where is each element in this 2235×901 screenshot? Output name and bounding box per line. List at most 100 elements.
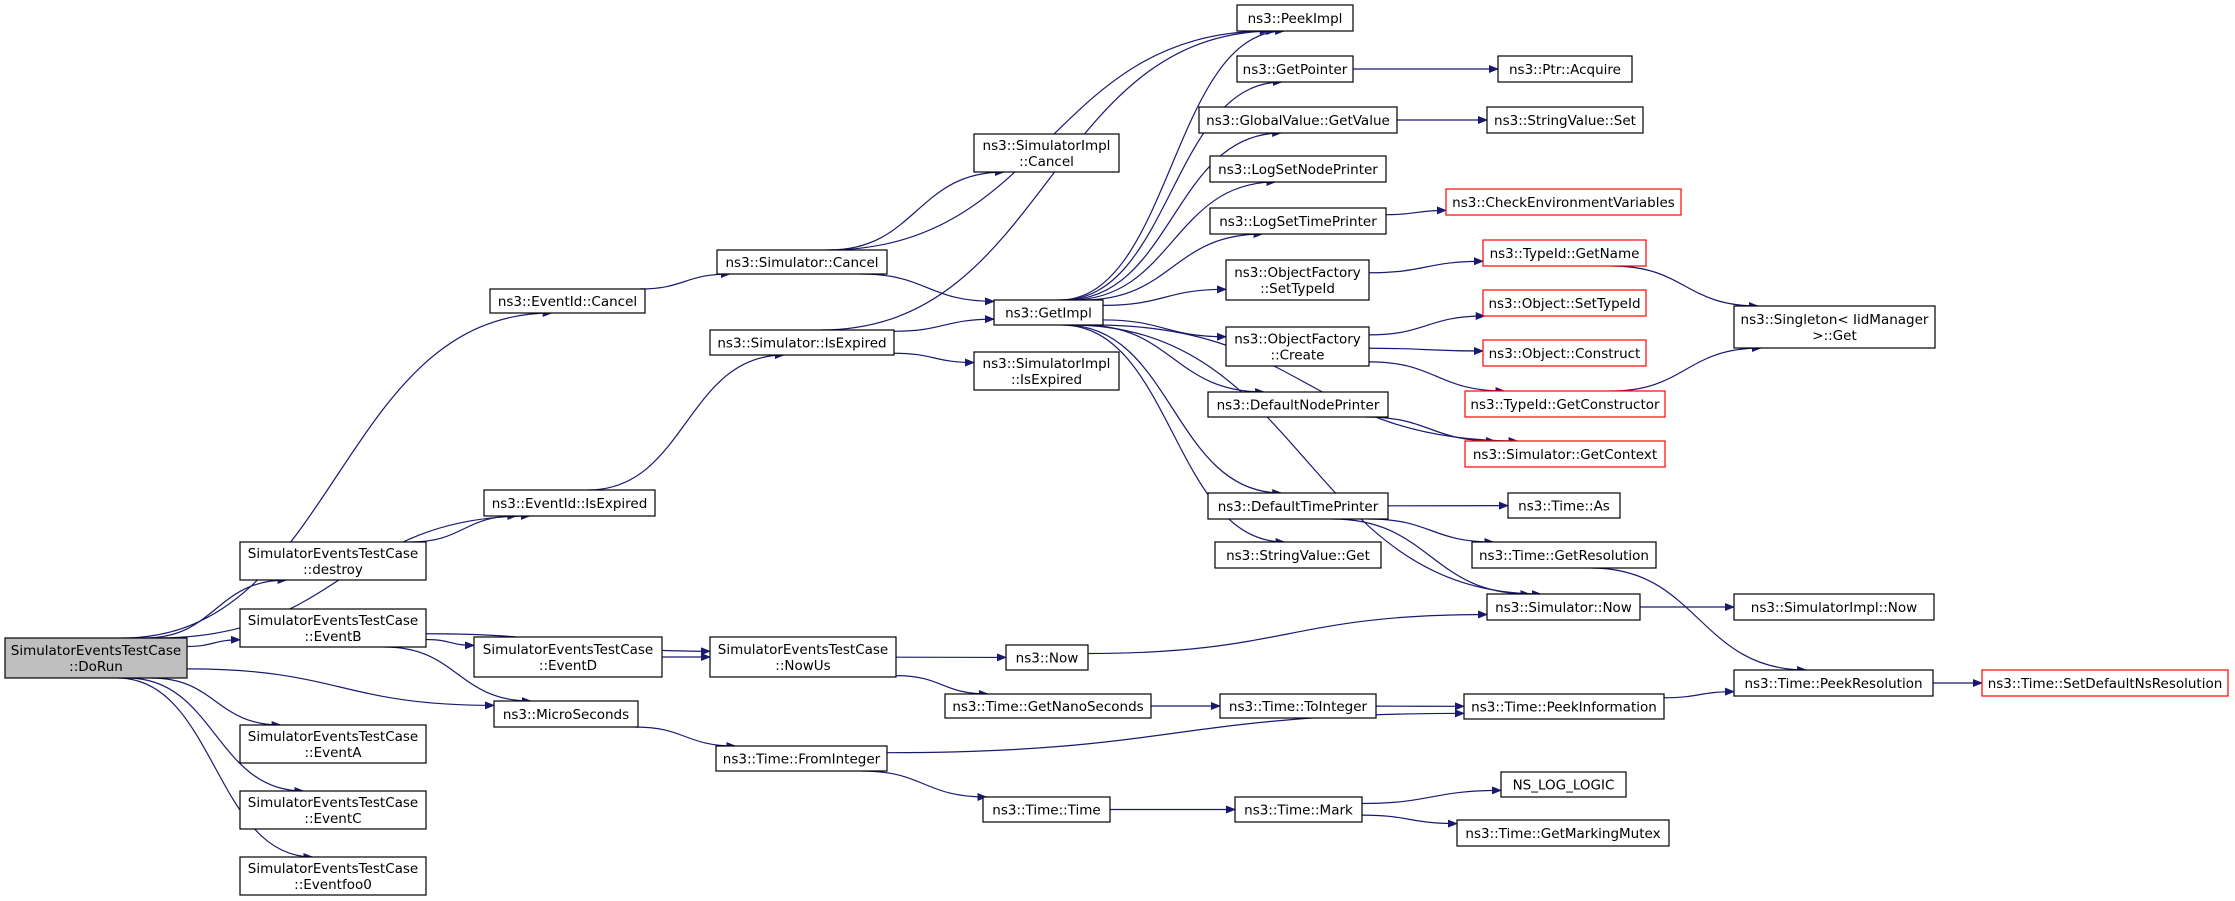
node-timePeekInformation-box[interactable]: [1463, 693, 1665, 720]
node-simGetContext-box[interactable]: [1464, 440, 1666, 468]
node-nsLogLogic-box[interactable]: [1500, 771, 1627, 798]
node-stringValueGet-box[interactable]: [1214, 541, 1382, 569]
node-singletonGet-box[interactable]: [1733, 305, 1936, 349]
node-globalValueGetValue-box[interactable]: [1198, 106, 1398, 134]
node-globalValueGetValue[interactable]: ns3::GlobalValue::GetValue: [1198, 106, 1398, 134]
node-objectSetTypeId[interactable]: ns3::Object::SetTypeId: [1482, 289, 1647, 317]
node-peekResolution[interactable]: ns3::Time::PeekResolution: [1733, 669, 1934, 697]
node-doRun-box[interactable]: [4, 637, 188, 679]
node-logSetNodePrinter-box[interactable]: [1209, 155, 1387, 183]
node-simIsExpired[interactable]: ns3::Simulator::IsExpired: [709, 329, 895, 356]
node-now[interactable]: ns3::Now: [1005, 644, 1089, 671]
node-typeIdGetConstructor-box[interactable]: [1464, 390, 1666, 418]
node-eventIdCancel-box[interactable]: [489, 288, 646, 314]
node-timeToInteger[interactable]: ns3::Time::ToInteger: [1219, 693, 1377, 719]
node-defaultTimePrinter-box[interactable]: [1207, 492, 1389, 520]
node-peekImpl[interactable]: ns3::PeekImpl: [1236, 4, 1354, 32]
node-logSetTimePrinter-box[interactable]: [1209, 207, 1387, 235]
node-eventC[interactable]: SimulatorEventsTestCase::EventC: [239, 790, 427, 830]
node-doRun[interactable]: SimulatorEventsTestCase::DoRun: [4, 637, 188, 679]
node-timeToInteger-box[interactable]: [1219, 693, 1377, 719]
node-objectSetTypeId-box[interactable]: [1482, 289, 1647, 317]
node-timeMark[interactable]: ns3::Time::Mark: [1234, 796, 1363, 823]
node-setDefaultNsResolution[interactable]: ns3::Time::SetDefaultNsResolution: [1981, 669, 2229, 697]
node-defaultTimePrinter[interactable]: ns3::DefaultTimePrinter: [1207, 492, 1389, 520]
node-peekResolution-box[interactable]: [1733, 669, 1934, 697]
node-objFactoryCreate[interactable]: ns3::ObjectFactory::Create: [1225, 326, 1370, 367]
node-destroy-box[interactable]: [239, 541, 427, 581]
node-objectConstruct-box[interactable]: [1482, 339, 1647, 367]
node-timeGetResolution-box[interactable]: [1471, 541, 1657, 569]
node-getMarkingMutex-box[interactable]: [1456, 819, 1670, 847]
node-destroy[interactable]: SimulatorEventsTestCase::destroy: [239, 541, 427, 581]
node-simGetContext[interactable]: ns3::Simulator::GetContext: [1464, 440, 1666, 468]
node-eventIdCancel[interactable]: ns3::EventId::Cancel: [489, 288, 646, 314]
node-simImplIsExpired[interactable]: ns3::SimulatorImpl::IsExpired: [973, 351, 1120, 391]
node-stringValueGet[interactable]: ns3::StringValue::Get: [1214, 541, 1382, 569]
node-checkEnvVars-box[interactable]: [1445, 188, 1682, 216]
node-ptrAcquire-box[interactable]: [1497, 55, 1633, 83]
node-eventIdIsExpired[interactable]: ns3::EventId::IsExpired: [483, 489, 656, 517]
node-timeAs[interactable]: ns3::Time::As: [1507, 492, 1621, 519]
node-eventD-box[interactable]: [473, 636, 663, 678]
node-simNow[interactable]: ns3::Simulator::Now: [1486, 593, 1641, 621]
node-typeIdGetName[interactable]: ns3::TypeId::GetName: [1482, 239, 1647, 267]
node-getNanoSeconds-box[interactable]: [944, 693, 1152, 719]
node-getPointer-box[interactable]: [1236, 55, 1354, 83]
node-peekImpl-box[interactable]: [1236, 4, 1354, 32]
node-timeAs-box[interactable]: [1507, 492, 1621, 519]
node-timeTime-box[interactable]: [982, 796, 1111, 823]
node-nowUs[interactable]: SimulatorEventsTestCase::NowUs: [709, 636, 897, 678]
node-eventIdIsExpired-box[interactable]: [483, 489, 656, 517]
node-getImpl[interactable]: ns3::GetImpl: [993, 299, 1104, 326]
node-nowUs-box[interactable]: [709, 636, 897, 678]
node-timeFromInteger-box[interactable]: [715, 745, 888, 772]
node-singletonGet[interactable]: ns3::Singleton< IidManager >::Get: [1733, 305, 1936, 349]
node-eventD[interactable]: SimulatorEventsTestCase::EventD: [473, 636, 663, 678]
node-simImplNow[interactable]: ns3::SimulatorImpl::Now: [1733, 593, 1935, 621]
node-getMarkingMutex[interactable]: ns3::Time::GetMarkingMutex: [1456, 819, 1670, 847]
node-ptrAcquire[interactable]: ns3::Ptr::Acquire: [1497, 55, 1633, 83]
node-objFactorySetTypeId[interactable]: ns3::ObjectFactory::SetTypeId: [1225, 259, 1370, 301]
node-simImplCancel-box[interactable]: [973, 133, 1120, 173]
node-defaultNodePrinter[interactable]: ns3::DefaultNodePrinter: [1207, 391, 1389, 418]
node-eventA-box[interactable]: [239, 724, 427, 764]
node-objFactorySetTypeId-box[interactable]: [1225, 259, 1370, 301]
node-timePeekInformation[interactable]: ns3::Time::PeekInformation: [1463, 693, 1665, 720]
node-timeFromInteger[interactable]: ns3::Time::FromInteger: [715, 745, 888, 772]
node-microSeconds-box[interactable]: [493, 700, 639, 728]
node-eventB[interactable]: SimulatorEventsTestCase::EventB: [239, 608, 427, 648]
node-typeIdGetName-box[interactable]: [1482, 239, 1647, 267]
node-logSetTimePrinter[interactable]: ns3::LogSetTimePrinter: [1209, 207, 1387, 235]
node-stringValueSet-box[interactable]: [1486, 106, 1644, 134]
node-simImplNow-box[interactable]: [1733, 593, 1935, 621]
node-simImplIsExpired-box[interactable]: [973, 351, 1120, 391]
node-simCancel[interactable]: ns3::Simulator::Cancel: [716, 249, 888, 275]
node-typeIdGetConstructor[interactable]: ns3::TypeId::GetConstructor: [1464, 390, 1666, 418]
node-microSeconds[interactable]: ns3::MicroSeconds: [493, 700, 639, 728]
node-nsLogLogic[interactable]: NS_LOG_LOGIC: [1500, 771, 1627, 798]
node-simNow-box[interactable]: [1486, 593, 1641, 621]
node-setDefaultNsResolution-box[interactable]: [1981, 669, 2229, 697]
node-objFactoryCreate-box[interactable]: [1225, 326, 1370, 367]
node-simIsExpired-box[interactable]: [709, 329, 895, 356]
node-eventC-box[interactable]: [239, 790, 427, 830]
node-defaultNodePrinter-box[interactable]: [1207, 391, 1389, 418]
node-logSetNodePrinter[interactable]: ns3::LogSetNodePrinter: [1209, 155, 1387, 183]
node-getPointer[interactable]: ns3::GetPointer: [1236, 55, 1354, 83]
node-eventA[interactable]: SimulatorEventsTestCase::EventA: [239, 724, 427, 764]
node-stringValueSet[interactable]: ns3::StringValue::Set: [1486, 106, 1644, 134]
node-timeTime[interactable]: ns3::Time::Time: [982, 796, 1111, 823]
node-objectConstruct[interactable]: ns3::Object::Construct: [1482, 339, 1647, 367]
node-checkEnvVars[interactable]: ns3::CheckEnvironmentVariables: [1445, 188, 1682, 216]
node-eventFoo0-box[interactable]: [239, 856, 427, 896]
node-simImplCancel[interactable]: ns3::SimulatorImpl::Cancel: [973, 133, 1120, 173]
node-getImpl-box[interactable]: [993, 299, 1104, 326]
node-getNanoSeconds[interactable]: ns3::Time::GetNanoSeconds: [944, 693, 1152, 719]
node-timeGetResolution[interactable]: ns3::Time::GetResolution: [1471, 541, 1657, 569]
node-eventFoo0[interactable]: SimulatorEventsTestCase::Eventfoo0: [239, 856, 427, 896]
node-simCancel-box[interactable]: [716, 249, 888, 275]
node-now-box[interactable]: [1005, 644, 1089, 671]
node-eventB-box[interactable]: [239, 608, 427, 648]
node-timeMark-box[interactable]: [1234, 796, 1363, 823]
